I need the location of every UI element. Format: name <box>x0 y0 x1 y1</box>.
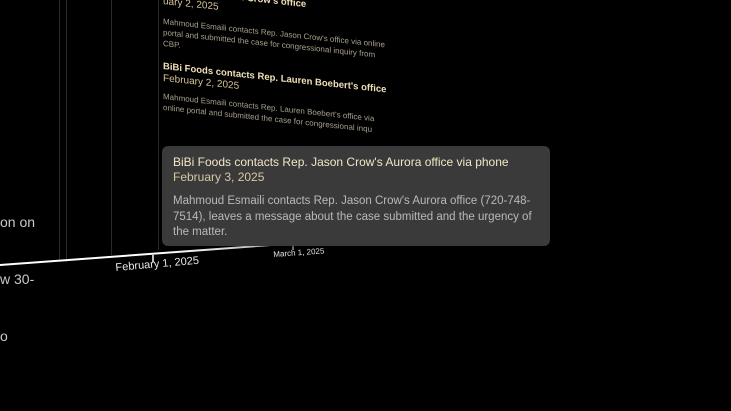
guide-line <box>158 0 159 250</box>
offscreen-event-fragment: on on w 30- o <box>0 175 35 384</box>
event-date: February 3, 2025 <box>173 170 265 184</box>
focused-event-card[interactable]: BiBi Foods contacts Rep. Jason Crow's Au… <box>162 146 550 246</box>
fragment-line: o <box>0 328 8 344</box>
guide-line <box>59 0 60 262</box>
guide-line <box>111 0 112 255</box>
fragment-line: w 30- <box>0 271 35 287</box>
guide-line <box>66 0 67 262</box>
event-description: Mahmoud Esmaili contacts Rep. Jason Crow… <box>173 195 532 238</box>
fragment-line: on on <box>0 214 36 230</box>
event-title: BiBi Foods contacts Rep. Jason Crow's Au… <box>173 155 509 169</box>
